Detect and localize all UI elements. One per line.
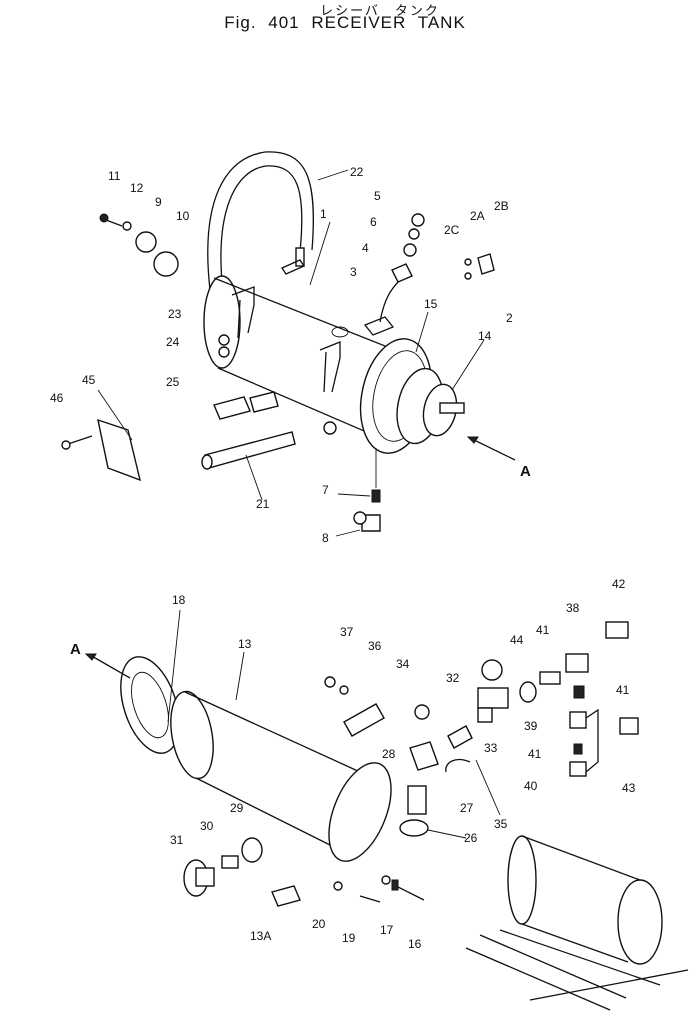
label-part-8: 8 <box>322 531 329 545</box>
label-part-1: 1 <box>320 207 327 221</box>
label-part-17: 17 <box>380 923 394 937</box>
label-part-13: 13 <box>238 637 252 651</box>
label-part-45: 45 <box>82 373 96 387</box>
label-part-2a: 2A <box>470 209 485 223</box>
label-part-42: 42 <box>612 577 626 591</box>
label-part-24: 24 <box>166 335 180 349</box>
label-part-19: 19 <box>342 931 356 945</box>
label-part-26: 26 <box>464 831 478 845</box>
figure-number: Fig. 401 <box>224 13 300 32</box>
label-part-22: 22 <box>350 165 364 179</box>
label-part-33: 33 <box>484 741 498 755</box>
part-labels: 1 2 2A 2B 2C 3 4 5 6 7 8 9 10 11 12 13 1… <box>50 165 636 951</box>
label-part-5: 5 <box>374 189 381 203</box>
figure-title: RECEIVER TANK <box>311 13 466 32</box>
label-part-32: 32 <box>446 671 460 685</box>
label-part-36: 36 <box>368 639 382 653</box>
label-part-35: 35 <box>494 817 508 831</box>
label-part-2c: 2C <box>444 223 460 237</box>
label-part-12: 12 <box>130 181 144 195</box>
label-part-44: 44 <box>510 633 524 647</box>
label-part-21: 21 <box>256 497 270 511</box>
label-part-41-c: 41 <box>528 747 542 761</box>
label-part-37: 37 <box>340 625 354 639</box>
label-part-16: 16 <box>408 937 422 951</box>
label-part-14: 14 <box>478 329 492 343</box>
label-part-23: 23 <box>168 307 182 321</box>
label-part-2: 2 <box>506 311 513 325</box>
title-japanese: レシーバ タンク <box>320 4 440 19</box>
label-part-41-a: 41 <box>536 623 550 637</box>
label-part-9: 9 <box>155 195 162 209</box>
label-part-27: 27 <box>460 801 474 815</box>
label-part-10: 10 <box>176 209 190 223</box>
label-part-41-b: 41 <box>616 683 630 697</box>
label-part-11: 11 <box>108 169 121 183</box>
strap-drawing <box>207 151 315 293</box>
page-title: Fig. 401 RECEIVER TANK <box>0 13 690 33</box>
label-part-13a: 13A <box>250 929 271 943</box>
label-part-29: 29 <box>230 801 244 815</box>
label-part-30: 30 <box>200 819 214 833</box>
label-part-28: 28 <box>382 747 396 761</box>
label-part-43: 43 <box>622 781 636 795</box>
label-part-40: 40 <box>524 779 538 793</box>
label-view-a-upper: A <box>520 463 531 480</box>
leader-lines <box>97 169 501 839</box>
label-part-46: 46 <box>50 391 64 405</box>
lower-assembly-drawing <box>84 621 689 1011</box>
label-part-31: 31 <box>170 833 184 847</box>
label-part-38: 38 <box>566 601 580 615</box>
label-part-4: 4 <box>362 241 369 255</box>
label-part-18: 18 <box>172 593 186 607</box>
receiver-tank-drawing <box>61 213 516 532</box>
label-part-25: 25 <box>166 375 180 389</box>
label-part-34: 34 <box>396 657 410 671</box>
label-part-7: 7 <box>322 483 329 497</box>
label-part-20: 20 <box>312 917 326 931</box>
label-part-15: 15 <box>424 297 438 311</box>
label-view-a-lower: A <box>70 641 81 658</box>
label-part-3: 3 <box>350 265 357 279</box>
label-part-39: 39 <box>524 719 538 733</box>
label-part-2b: 2B <box>494 199 509 213</box>
label-part-6: 6 <box>370 215 377 229</box>
